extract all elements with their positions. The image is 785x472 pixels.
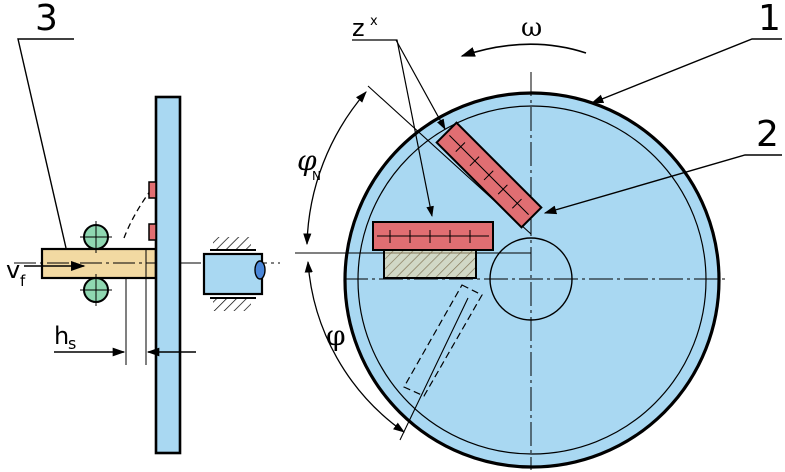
saw-disc bbox=[343, 91, 721, 469]
label-hs-subscript: s bbox=[68, 334, 76, 353]
leader-2 bbox=[543, 154, 782, 215]
bearing-lower-hatch bbox=[213, 297, 251, 311]
label-workpiece-number: 3 bbox=[35, 0, 58, 39]
lower-angle-ray bbox=[399, 297, 469, 441]
label-hs-symbol: h bbox=[54, 322, 69, 350]
leader-1 bbox=[590, 38, 782, 104]
hs-dimension bbox=[54, 248, 196, 365]
phantom-blade bbox=[403, 284, 483, 397]
disc-side-profile bbox=[154, 95, 182, 455]
spindle-shaft bbox=[202, 252, 264, 296]
label-z-superscript: x bbox=[370, 14, 378, 29]
phi-n-arc bbox=[303, 91, 367, 246]
front-view bbox=[295, 38, 782, 470]
label-hs: h s bbox=[54, 322, 76, 353]
side-blade-upper bbox=[148, 181, 157, 199]
label-phi-n: φ N bbox=[297, 144, 321, 183]
leader-zx-upper bbox=[352, 39, 434, 218]
label-omega: ω bbox=[521, 13, 542, 43]
guide-rollers bbox=[80, 221, 112, 306]
label-phi-n-symbol: φ bbox=[297, 144, 317, 177]
label-blade-number: 2 bbox=[756, 114, 779, 155]
label-feed-subscript: f bbox=[20, 272, 26, 290]
label-feed-symbol: v bbox=[6, 256, 20, 284]
label-phi-n-subscript: N bbox=[312, 169, 321, 183]
label-disc-number: 1 bbox=[758, 0, 781, 39]
horizontal-blade bbox=[372, 221, 494, 279]
side-view bbox=[14, 38, 280, 455]
leader-3 bbox=[17, 38, 74, 249]
rotation-arrow bbox=[460, 43, 587, 57]
leader-zx-lower bbox=[395, 39, 446, 130]
side-blade-lower bbox=[148, 223, 157, 241]
spindle bbox=[202, 237, 266, 311]
tilted-blade bbox=[435, 121, 543, 229]
bearing-upper-hatch bbox=[213, 237, 251, 251]
label-feed: v f bbox=[6, 256, 26, 290]
blade-holder-fill bbox=[385, 251, 475, 277]
phi-arc bbox=[304, 260, 405, 433]
label-z: z bbox=[352, 14, 365, 42]
labels: 3 1 2 ω z x φ N φ v f h s bbox=[6, 0, 781, 353]
spindle-end bbox=[254, 260, 266, 280]
label-phi: φ bbox=[326, 319, 346, 352]
label-zx: z x bbox=[352, 14, 378, 42]
